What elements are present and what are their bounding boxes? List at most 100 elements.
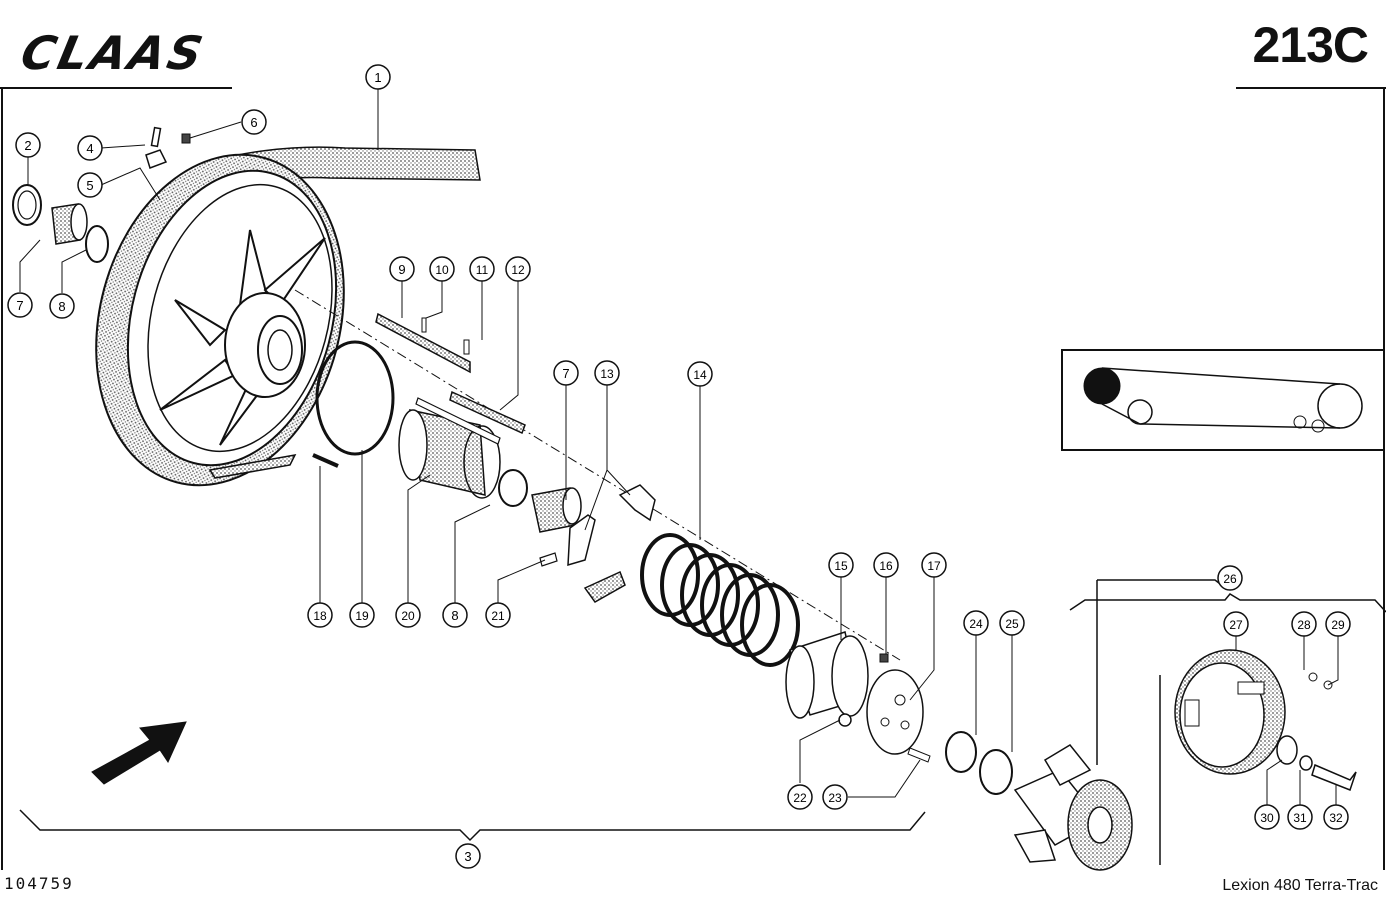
callout-14: 14 xyxy=(687,361,713,387)
screw-23 xyxy=(907,747,931,763)
callout-6: 6 xyxy=(241,109,267,135)
callout-label: 21 xyxy=(491,609,505,623)
pin-10 xyxy=(421,317,427,333)
bushing-7 xyxy=(51,203,88,245)
callout-label: 17 xyxy=(927,559,941,573)
callout-label: 4 xyxy=(86,141,93,156)
callout-label: 26 xyxy=(1223,572,1237,586)
callout-8b: 8 xyxy=(442,602,468,628)
half-shell-13a xyxy=(567,514,596,567)
callout-label: 22 xyxy=(793,791,807,805)
callout-27: 27 xyxy=(1223,611,1249,637)
model-name: Lexion 480 Terra-Trac xyxy=(1222,877,1378,894)
callout-18: 18 xyxy=(307,602,333,628)
bolt-11 xyxy=(463,339,470,355)
bar-9 xyxy=(375,312,471,374)
callout-label: 3 xyxy=(464,849,471,864)
o-ring-24 xyxy=(945,731,977,773)
callout-label: 29 xyxy=(1331,618,1345,632)
assembly-axis xyxy=(294,289,901,661)
callout-19: 19 xyxy=(349,602,375,628)
callout-label: 31 xyxy=(1293,811,1307,825)
callout-15: 15 xyxy=(828,552,854,578)
callout-label: 13 xyxy=(600,367,614,381)
callout-label: 18 xyxy=(313,609,327,623)
seal-ring-2 xyxy=(12,184,42,226)
callout-label: 16 xyxy=(879,559,893,573)
nut-6 xyxy=(181,133,191,144)
callout-label: 15 xyxy=(834,559,848,573)
o-ring-8 xyxy=(85,225,109,263)
key-16 xyxy=(879,653,889,663)
callout-label: 11 xyxy=(476,263,489,277)
adjusting-nut-15 xyxy=(785,631,869,719)
callout-9: 9 xyxy=(389,256,415,282)
hub-cap-27 xyxy=(1174,649,1286,775)
callout-2: 2 xyxy=(15,132,41,158)
callout-label: 2 xyxy=(24,138,31,153)
callout-label: 25 xyxy=(1005,617,1019,631)
location-inset xyxy=(1061,349,1385,451)
callout-21: 21 xyxy=(485,602,511,628)
callout-label: 1 xyxy=(374,70,381,85)
callout-label: 23 xyxy=(828,791,842,805)
pin-18 xyxy=(312,453,339,468)
callout-29: 29 xyxy=(1325,611,1351,637)
callout-label: 6 xyxy=(250,115,257,130)
callout-label: 8 xyxy=(451,608,458,623)
callout-22: 22 xyxy=(787,784,813,810)
washer-31 xyxy=(1299,755,1313,771)
callout-24: 24 xyxy=(963,610,989,636)
bolt-32 xyxy=(1311,763,1357,791)
o-ring-25 xyxy=(979,749,1013,795)
half-shell-13c xyxy=(583,570,626,603)
bar-12 xyxy=(449,390,526,435)
callout-16: 16 xyxy=(873,552,899,578)
callout-30: 30 xyxy=(1254,804,1280,830)
page-code: 213C xyxy=(1252,17,1369,73)
callout-32: 32 xyxy=(1323,804,1349,830)
leader-lines xyxy=(19,89,1339,805)
callout-label: 7 xyxy=(562,366,569,381)
callout-label: 12 xyxy=(511,263,525,277)
callout-13: 13 xyxy=(594,360,620,386)
callout-31: 31 xyxy=(1287,804,1313,830)
callout-7: 7 xyxy=(7,292,33,318)
callout-7b: 7 xyxy=(553,360,579,386)
callout-8: 8 xyxy=(49,293,75,319)
callout-28: 28 xyxy=(1291,611,1317,637)
callout-label: 20 xyxy=(401,609,415,623)
grease-nipple-21 xyxy=(539,552,558,567)
washer-28 xyxy=(1308,672,1318,682)
callout-label: 5 xyxy=(86,178,93,193)
seal-ring-19 xyxy=(315,340,395,456)
callout-25: 25 xyxy=(999,610,1025,636)
callout-label: 32 xyxy=(1329,811,1343,825)
callout-12: 12 xyxy=(505,256,531,282)
callout-label: 28 xyxy=(1297,618,1311,632)
o-ring-8b xyxy=(498,469,528,507)
callout-26: 26 xyxy=(1217,565,1243,591)
callout-17: 17 xyxy=(921,552,947,578)
page-frame xyxy=(0,87,1386,870)
nut-22 xyxy=(838,713,852,727)
callout-label: 9 xyxy=(398,262,405,277)
callout-label: 14 xyxy=(693,368,707,382)
callout-label: 7 xyxy=(16,298,23,313)
callout-label: 27 xyxy=(1229,618,1243,632)
callout-label: 30 xyxy=(1260,811,1274,825)
callout-5: 5 xyxy=(77,172,103,198)
callout-3: 3 xyxy=(455,843,481,869)
callout-label: 10 xyxy=(435,263,449,277)
washer-30 xyxy=(1276,735,1298,765)
callout-23: 23 xyxy=(822,784,848,810)
callout-20: 20 xyxy=(395,602,421,628)
idler-wheel xyxy=(95,153,345,487)
clip-4 xyxy=(150,126,162,148)
drawing-number: 104759 xyxy=(4,874,74,893)
callout-1: 1 xyxy=(365,64,391,90)
locking-plate-17 xyxy=(866,669,924,755)
callout-label: 19 xyxy=(355,609,369,623)
